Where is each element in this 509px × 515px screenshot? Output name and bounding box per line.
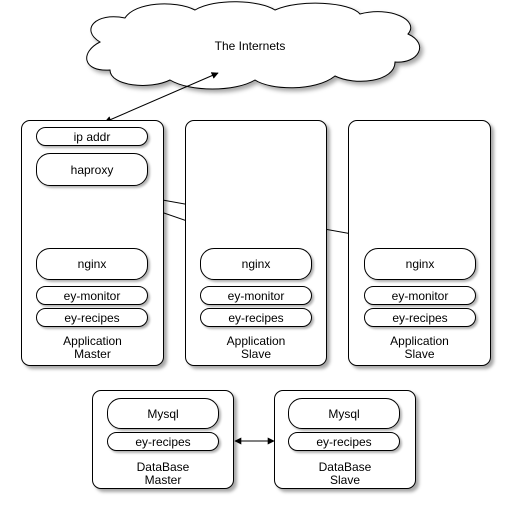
nginx-slave-2-pill: nginx xyxy=(364,248,476,280)
app-slave-1-caption: Application Slave xyxy=(185,335,327,361)
db-slave-caption-line2: Slave xyxy=(329,473,361,487)
app-master-caption-line2: Master xyxy=(74,347,111,361)
ey-monitor-slave-2-pill: ey-monitor xyxy=(364,286,476,305)
nginx-slave-1-pill: nginx xyxy=(200,248,312,280)
app-slave-1-caption-line1: Application xyxy=(226,334,286,348)
app-slave-2-caption: Application Slave xyxy=(348,335,491,361)
db-master-caption: DataBase Master xyxy=(92,461,234,487)
db-master-caption-line2: Master xyxy=(144,473,182,487)
app-slave-1-caption-line2: Slave xyxy=(240,347,272,361)
db-master-caption-line1: DataBase xyxy=(136,460,190,474)
cloud-label: The Internets xyxy=(214,39,286,53)
app-master-caption: Application Master xyxy=(21,335,164,361)
cloud-to-ip-arrow xyxy=(104,72,219,123)
ey-monitor-slave-1-pill: ey-monitor xyxy=(200,286,312,305)
db-slave-caption-line1: DataBase xyxy=(318,460,372,474)
db-slave-caption: DataBase Slave xyxy=(274,461,416,487)
app-slave-1-box xyxy=(185,120,327,366)
ey-monitor-master-pill: ey-monitor xyxy=(36,286,148,305)
app-slave-2-box xyxy=(348,120,491,366)
ip-addr-pill: ip addr xyxy=(36,127,148,146)
ey-recipes-db-slave-pill: ey-recipes xyxy=(288,432,400,451)
ey-recipes-slave-2-pill: ey-recipes xyxy=(364,308,476,327)
haproxy-pill: haproxy xyxy=(36,153,148,186)
ey-recipes-db-master-pill: ey-recipes xyxy=(107,432,219,451)
ey-recipes-slave-1-pill: ey-recipes xyxy=(200,308,312,327)
mysql-master-pill: Mysql xyxy=(107,398,219,429)
mysql-slave-pill: Mysql xyxy=(288,398,400,429)
ey-recipes-master-pill: ey-recipes xyxy=(36,308,148,327)
app-slave-2-caption-line2: Slave xyxy=(404,347,435,361)
nginx-master-pill: nginx xyxy=(36,248,148,280)
app-slave-2-caption-line1: Application xyxy=(390,334,449,348)
app-master-caption-line1: Application xyxy=(63,334,122,348)
